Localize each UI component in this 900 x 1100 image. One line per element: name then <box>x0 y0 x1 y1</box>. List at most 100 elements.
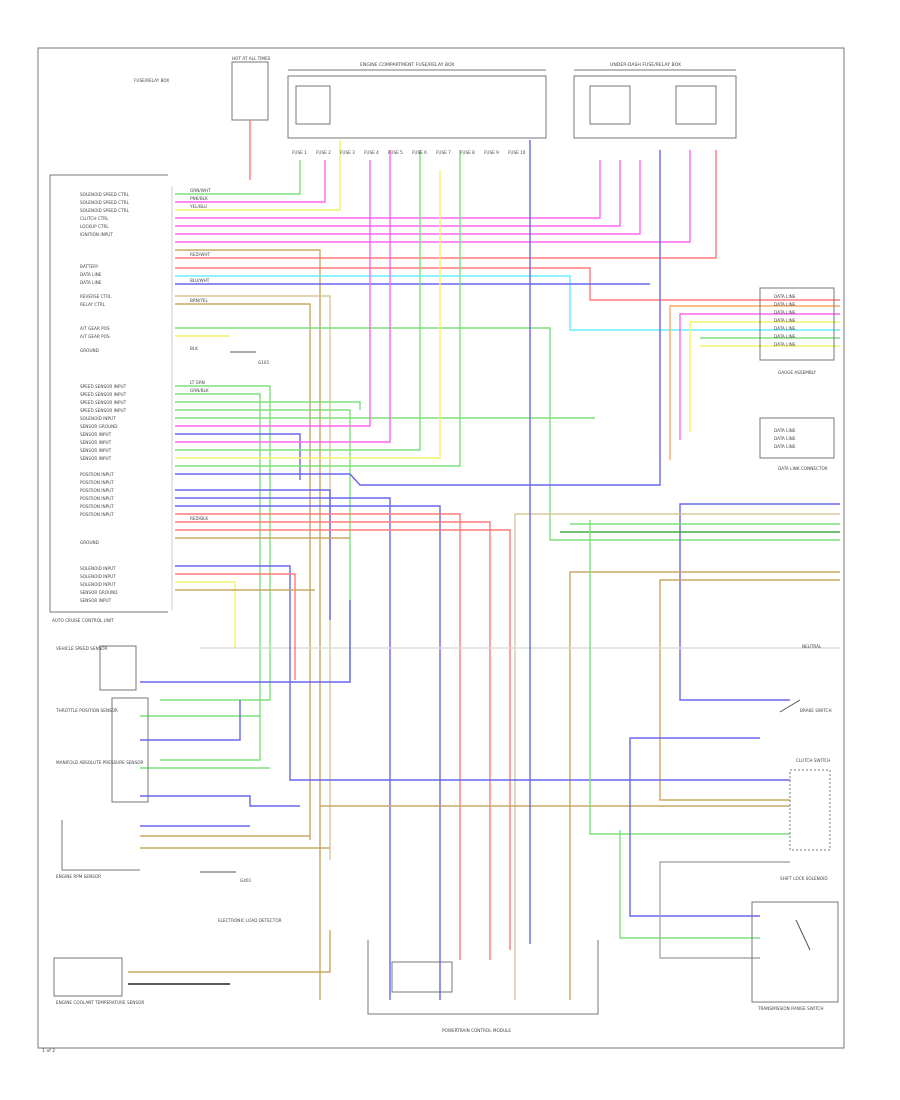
row-label: SENSOR INPUT <box>80 440 112 445</box>
wire <box>140 795 300 807</box>
row-label: DATA LINE <box>80 272 102 277</box>
fuse-code: FUSE 1 <box>292 150 307 155</box>
wire <box>175 295 331 860</box>
wire <box>175 160 621 227</box>
fuse-code: FUSE 8 <box>460 150 475 155</box>
ground-1-label: G101 <box>258 360 270 365</box>
wire <box>140 600 351 683</box>
right-unit-2-label: DATA LINK CONNECTOR <box>778 466 828 471</box>
throttle-box-b-label: MANIFOLD ABSOLUTE PRESSURE SENSOR <box>56 760 144 765</box>
wire-code-labels: GRN/WHT PNK/BLK YEL/BLU RED/WHT BLU/WHT … <box>189 188 211 521</box>
top-fuse-label: HOT AT ALL TIMES <box>232 56 271 61</box>
row-label: CLUTCH CTRL <box>80 216 109 221</box>
engine-rpm-label: ENGINE RPM SENSOR <box>56 874 101 879</box>
row-label: SENSOR INPUT <box>80 598 112 603</box>
fuse-code: FUSE 3 <box>340 150 355 155</box>
row-label: SOLENOID SPEED CTRL <box>80 208 130 213</box>
row-label: SOLENOID INPUT <box>80 582 116 587</box>
right-module-data-link: DATA LINK CONNECTOR DATA LINE DATA LINE … <box>759 417 835 471</box>
speed-sensor-label: VEHICLE SPEED SENSOR <box>56 646 108 651</box>
wire <box>679 313 840 440</box>
row-label: SENSOR INPUT <box>80 456 112 461</box>
fuse-code: FUSE 6 <box>412 150 427 155</box>
row-label: GROUND <box>80 348 99 353</box>
wire-code: YEL/BLU <box>189 204 207 209</box>
auto-control-unit-label: AUTO CRUISE CONTROL UNIT <box>52 618 114 623</box>
row-label: LOCKUP CTRL <box>80 224 109 229</box>
wire <box>175 150 421 451</box>
wire <box>679 503 840 701</box>
auto-control-unit: AUTO CRUISE CONTROL UNIT <box>49 174 168 623</box>
fuse-code: FUSE 10 <box>508 150 526 155</box>
right-pin: DATA LINE <box>774 436 796 441</box>
engine-compartment-label: ENGINE COMPARTMENT FUSE/RELAY BOX <box>360 62 454 68</box>
throttle-box-a-label: THROTTLE POSITION SENSOR <box>55 708 118 713</box>
row-label: POSITION INPUT <box>80 496 114 501</box>
wire <box>514 513 840 1000</box>
wire-code: BRN/YEL <box>190 298 209 303</box>
row-label: REVERSE CTRL <box>80 294 112 299</box>
right-module-gauge: GAUGE ASSEMBLY DATA LINE DATA LINE DATA … <box>759 287 835 375</box>
wire <box>175 160 601 219</box>
right-pin: DATA LINE <box>774 444 796 449</box>
row-label: SPEED SENSOR INPUT <box>80 384 127 389</box>
wire <box>589 520 790 835</box>
neutral-label: NEUTRAL <box>802 644 822 649</box>
brake-switch-label: BRAKE SWITCH <box>800 708 832 713</box>
fuse-code: FUSE 9 <box>484 150 499 155</box>
vehicle-speed-sensor: VEHICLE SPEED SENSOR <box>56 645 137 691</box>
ground-2-label: G401 <box>240 878 252 883</box>
row-label: RELAY CTRL <box>80 302 106 307</box>
wire <box>175 505 441 1000</box>
row-labels-lower: SPEED SENSOR INPUT SPEED SENSOR INPUT SP… <box>80 384 127 545</box>
wire <box>175 150 461 467</box>
right-pin: DATA LINE <box>774 428 796 433</box>
row-label: POSITION INPUT <box>80 504 114 509</box>
wire <box>175 497 391 1000</box>
wire <box>175 521 491 960</box>
right-unit-1-label: GAUGE ASSEMBLY <box>778 370 816 375</box>
right-pin: DATA LINE <box>774 334 796 339</box>
wire <box>175 409 351 680</box>
wire <box>140 700 241 741</box>
wire <box>175 140 341 211</box>
row-label: SPEED SENSOR INPUT <box>80 400 127 405</box>
right-pin: DATA LINE <box>774 294 796 299</box>
wire <box>160 393 261 761</box>
wire-code: PNK/BLK <box>190 196 208 201</box>
row-labels-bottom: SOLENOID INPUT SOLENOID INPUT SOLENOID I… <box>80 566 118 603</box>
wire <box>175 150 717 259</box>
row-label: SENSOR INPUT <box>80 448 112 453</box>
wire <box>669 305 840 460</box>
row-label: SOLENOID INPUT <box>80 574 116 579</box>
fuse-code: FUSE 4 <box>364 150 379 155</box>
right-pin: DATA LINE <box>774 310 796 315</box>
row-label: A/T GEAR POS <box>80 326 110 331</box>
wire <box>175 565 790 781</box>
wire <box>175 160 326 203</box>
bottom-left-module-label: ENGINE COOLANT TEMPERATURE SENSOR <box>56 1000 144 1005</box>
fuse-code: FUSE 7 <box>436 150 451 155</box>
row-label: SENSOR INPUT <box>80 432 112 437</box>
right-pin: DATA LINE <box>774 326 796 331</box>
wire-code: GRN/BLK <box>190 388 209 393</box>
engine-rpm-sensor: ENGINE RPM SENSOR <box>56 820 140 879</box>
row-label: SPEED SENSOR INPUT <box>80 408 127 413</box>
wire <box>659 861 790 959</box>
bottom-center-label: POWERTRAIN CONTROL MODULE <box>442 1028 511 1033</box>
top-fuse-block: HOT AT ALL TIMES FUSE/RELAY BOX <box>134 56 271 180</box>
wire <box>175 170 441 459</box>
wire <box>175 150 391 443</box>
row-label: POSITION INPUT <box>80 512 114 517</box>
coolant-temp-sensor: ENGINE COOLANT TEMPERATURE SENSOR <box>53 957 144 1005</box>
wire-code: RED/BLK <box>190 516 208 521</box>
row-label: DATA LINE <box>80 280 102 285</box>
row-label: SOLENOID SPEED CTRL <box>80 192 130 197</box>
throttle-position-sensor: THROTTLE POSITION SENSOR MANIFOLD ABSOLU… <box>55 697 149 803</box>
wire <box>689 321 840 432</box>
wire <box>175 150 691 243</box>
wire <box>175 160 641 235</box>
wire-code: BLK <box>190 346 198 351</box>
wire-code: BLU/WHT <box>190 278 210 283</box>
